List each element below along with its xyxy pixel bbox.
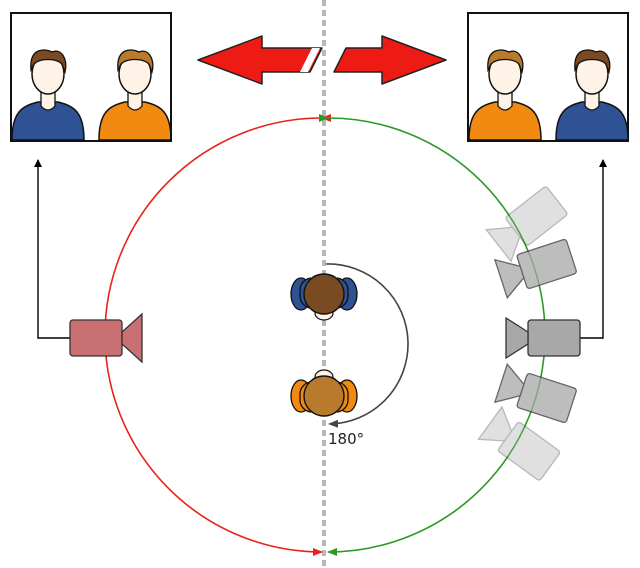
camera-icon [505, 317, 581, 359]
left-connector [34, 159, 70, 339]
broken-double-arrow-icon [197, 35, 447, 85]
rotation-arrow-icon [325, 263, 409, 428]
right-connector [580, 159, 607, 339]
camera-icon [69, 312, 143, 364]
rotation-label: 180° [328, 430, 364, 448]
left-frame [10, 12, 172, 142]
right-frame [467, 12, 629, 142]
person-top-view-icon [290, 369, 358, 417]
person-top-view-icon [290, 273, 358, 321]
